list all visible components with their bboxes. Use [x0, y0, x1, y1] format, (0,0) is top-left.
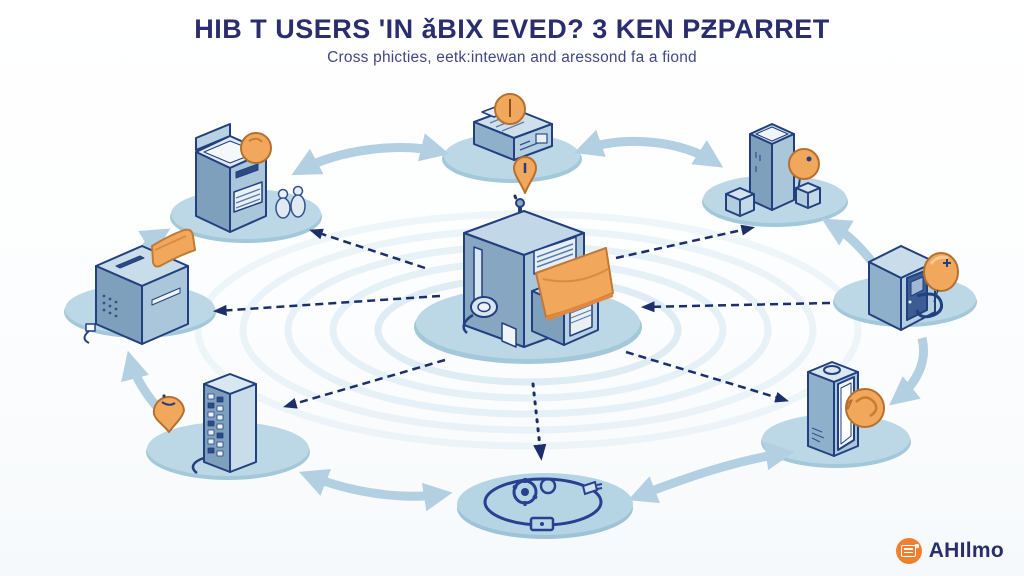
small-figures	[275, 185, 306, 219]
page-subtitle: Cross phicties, eetk:intewan and aresson…	[327, 49, 697, 66]
dashed-spokes	[212, 194, 831, 461]
letter-G-sketch	[915, 292, 943, 319]
central-factory-icon	[462, 198, 614, 348]
orange-teardrop-face	[152, 395, 185, 433]
cabinet-icon	[807, 361, 885, 457]
spoke-hub-bottom-right	[625, 350, 789, 403]
orange-round-sign	[788, 148, 820, 180]
parcel-box	[795, 182, 821, 209]
spoke-right-hub	[640, 301, 831, 313]
brand-logo: AHIlmo	[895, 538, 1004, 564]
arrow-register-tower	[573, 129, 724, 168]
spoke-hub-bottom-left	[283, 358, 446, 409]
header: HIB T USERS 'IN ǎBIX EVED? 3 KEN PƵPARRE…	[0, 14, 1024, 67]
spoke-hub-left	[212, 294, 441, 316]
ticket-kiosk-icon	[195, 123, 306, 233]
orange-location-pin	[513, 156, 537, 194]
brand-text: AHIlmo	[928, 539, 1004, 562]
spoke-hub-top-left	[309, 228, 426, 270]
kiosk-grille	[233, 181, 263, 213]
page-title: HIB T USERS 'IN ǎBIX EVED? 3 KEN PƵPARRE…	[194, 14, 830, 44]
vent-dots	[102, 294, 118, 318]
arrow-booth-cabinet	[889, 336, 928, 406]
orange-token	[845, 388, 885, 428]
server-rack-icon	[152, 373, 257, 475]
parcel-box	[725, 187, 755, 217]
spoke-hub-top-right	[615, 224, 756, 260]
brand-badge-icon	[895, 538, 922, 564]
gear-sketch	[512, 477, 557, 506]
spoke-hub-disc	[531, 382, 547, 461]
hex-booth-icon	[868, 245, 959, 331]
parcel-tower-icon	[725, 123, 821, 217]
plug-sketch	[581, 480, 603, 496]
orange-card	[151, 228, 196, 268]
cable	[191, 456, 205, 475]
arrow-cabinet-disc	[627, 441, 795, 504]
arrow-kiosk-register	[291, 133, 450, 176]
rack-units	[207, 393, 224, 457]
power-plug	[85, 323, 96, 332]
arrow-rack-disc	[298, 469, 453, 512]
orange-coin	[240, 132, 272, 164]
cash-register-icon	[473, 93, 553, 194]
ballot-box-icon	[83, 228, 196, 345]
process-disc-icon	[457, 473, 633, 539]
